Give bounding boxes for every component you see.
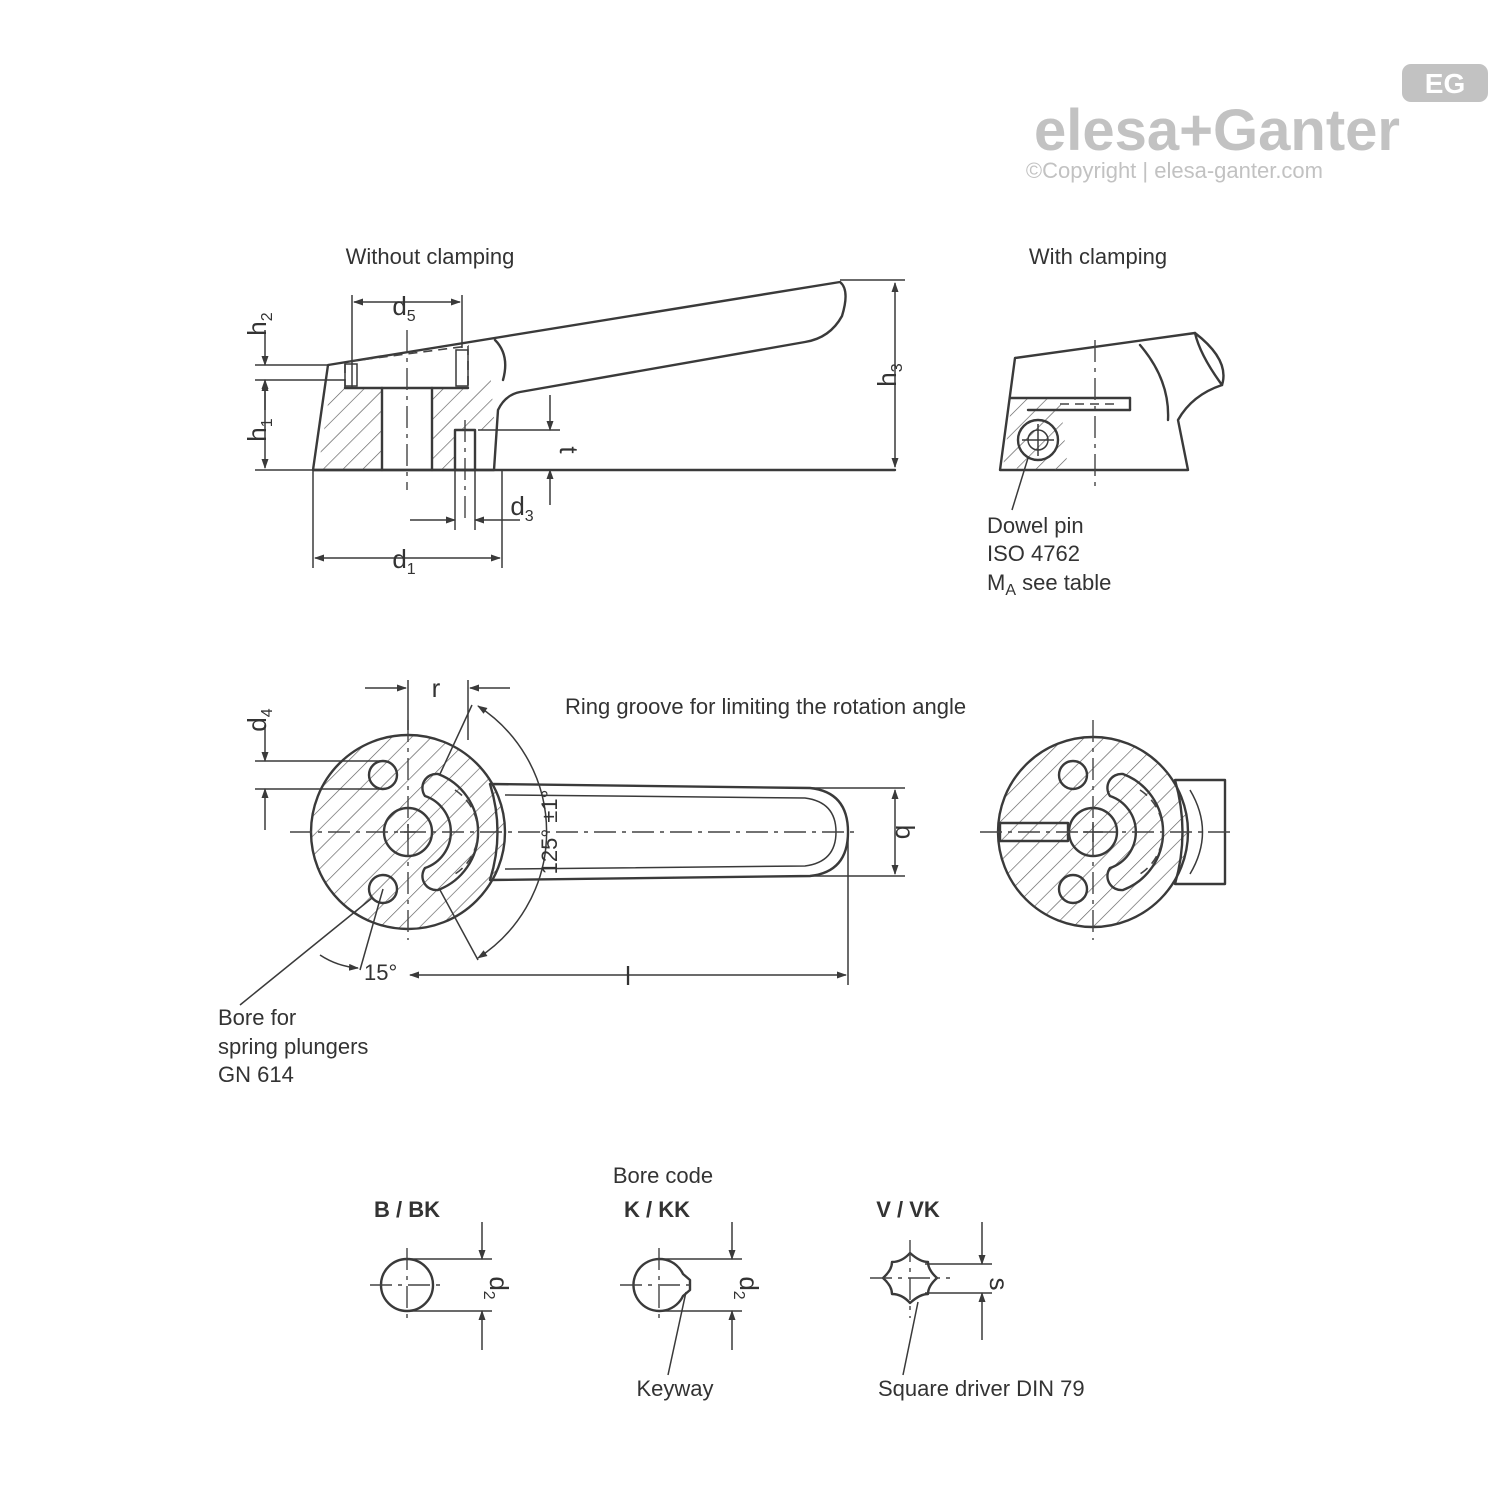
bore-code-k-kk: K / KK xyxy=(624,1197,690,1222)
dim-angle-15: 15° xyxy=(364,960,397,985)
brand-name: elesa+Ganter xyxy=(1034,98,1400,163)
dim-angle-125: 125° ±1° xyxy=(537,790,562,875)
bore-note-line-3: GN 614 xyxy=(218,1062,294,1087)
bore-code-title: Bore code xyxy=(613,1163,713,1188)
with-clamping-label: With clamping xyxy=(1029,244,1167,269)
ring-groove-label: Ring groove for limiting the rotation an… xyxy=(565,694,966,719)
dim-s: s xyxy=(984,1278,1014,1291)
dim-d4: d4 xyxy=(242,708,276,731)
dim-r: r xyxy=(432,673,441,703)
bore-code-b-bk: B / BK xyxy=(374,1197,440,1222)
plan-view-with-clamping xyxy=(980,720,1230,940)
without-clamping-label: Without clamping xyxy=(346,244,515,269)
square-driver-bore-icon xyxy=(881,1251,939,1305)
dim-d5: d5 xyxy=(392,291,415,325)
lever-outline xyxy=(311,280,847,472)
keyway-label: Keyway xyxy=(636,1376,713,1401)
brand-logo: EG elesa+Ganter ©Copyright | elesa-gante… xyxy=(1026,64,1488,183)
dim-h3: h3 xyxy=(872,363,906,386)
plan-view: Ring groove for limiting the rotation an… xyxy=(218,673,966,1087)
dim-d1: d1 xyxy=(392,544,415,578)
dim-d2-k: d2 xyxy=(730,1276,764,1299)
bore-code-v-vk: V / VK xyxy=(876,1197,940,1222)
ma-see-table: MA see table xyxy=(987,570,1111,599)
dim-h1: h1 xyxy=(242,418,276,441)
dim-d2-b: d2 xyxy=(480,1276,514,1299)
eg-badge-text: EG xyxy=(1425,68,1465,99)
dim-b: b xyxy=(890,825,920,839)
square-driver-label: Square driver DIN 79 xyxy=(878,1376,1085,1401)
dim-t: t xyxy=(554,446,584,454)
bore-note-line-1: Bore for xyxy=(218,1005,296,1030)
dowel-pin-label: Dowel pin xyxy=(987,513,1084,538)
bore-codes: Bore code B / BK d2 K / KK d2 Keyway V /… xyxy=(370,1163,1085,1401)
keyway-bore-icon xyxy=(632,1257,692,1313)
dim-h2: h2 xyxy=(242,312,276,335)
dim-l: l xyxy=(625,961,631,991)
eg-badge-icon xyxy=(1402,64,1488,102)
copyright-text: ©Copyright | elesa-ganter.com xyxy=(1026,158,1323,183)
side-view-without-clamping: Without clamping h2 h1 d5 xyxy=(242,244,906,578)
side-view-with-clamping: With clamping Dowel pin ISO 4762 MA see … xyxy=(987,244,1225,599)
dowel-pin-standard: ISO 4762 xyxy=(987,541,1080,566)
dim-d3: d3 xyxy=(510,491,533,525)
bore-note-line-2: spring plungers xyxy=(218,1034,368,1059)
